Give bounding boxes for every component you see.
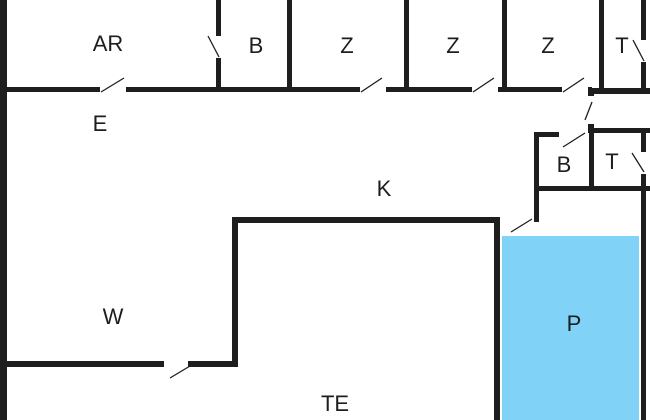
room-label-z-3: Z xyxy=(541,33,554,58)
pool-area xyxy=(502,236,639,420)
room-label-b-lower: B xyxy=(557,152,572,177)
room-label-t-upper: T xyxy=(615,33,628,58)
room-label-te: TE xyxy=(321,391,349,416)
room-label-p: P xyxy=(567,311,582,336)
room-label-z-1: Z xyxy=(340,33,353,58)
room-label-w: W xyxy=(103,304,124,329)
room-label-z-2: Z xyxy=(446,33,459,58)
room-label-ar: AR xyxy=(93,31,124,56)
room-label-k: K xyxy=(377,176,392,201)
room-label-t-lower: T xyxy=(605,149,618,174)
room-label-b-upper: B xyxy=(249,33,264,58)
doors xyxy=(100,35,647,379)
room-label-e: E xyxy=(93,111,108,136)
